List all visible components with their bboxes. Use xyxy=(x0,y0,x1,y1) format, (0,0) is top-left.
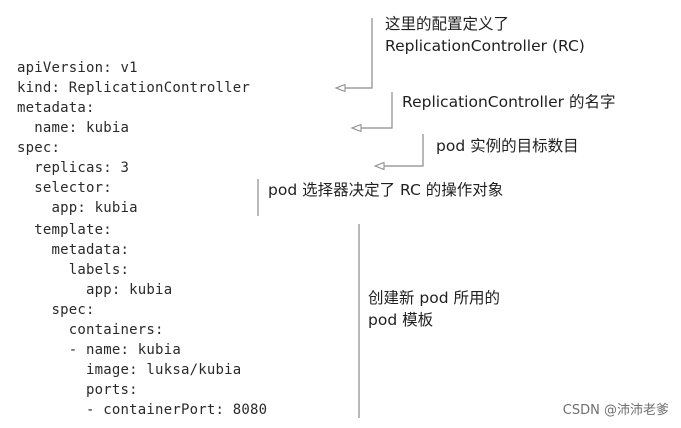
annotation-kind-line2: ReplicationController (RC) xyxy=(385,37,585,55)
kind-arrowhead xyxy=(334,83,346,93)
code-line-labels-app: app: kubia xyxy=(17,282,173,298)
replicas-connector xyxy=(382,134,424,167)
code-line-container-name: - name: kubia xyxy=(17,342,181,358)
code-line-template-metadata: metadata: xyxy=(17,242,130,258)
code-line-selector-app: app: kubia xyxy=(17,200,138,216)
code-line-replicas: replicas: 3 xyxy=(17,160,130,176)
code-line-template-spec: spec: xyxy=(17,302,95,318)
code-line-name: name: kubia xyxy=(17,120,130,136)
annotation-replicas: pod 实例的目标数目 xyxy=(436,137,579,155)
code-line-selector: selector: xyxy=(17,180,112,196)
csdn-watermark: CSDN @沛沛老爹 xyxy=(562,403,669,418)
code-line-image: image: luksa/kubia xyxy=(17,362,242,378)
annotation-selector: pod 选择器决定了 RC 的操作对象 xyxy=(268,181,504,199)
code-line-kind: kind: ReplicationController xyxy=(17,80,250,96)
code-line-spec: spec: xyxy=(17,140,61,156)
name-connector xyxy=(359,92,393,129)
code-line-containers: containers: xyxy=(17,322,164,338)
annotation-template-line2: pod 模板 xyxy=(368,311,434,329)
annotation-template-line1: 创建新 pod 所用的 xyxy=(368,289,501,307)
kind-connector xyxy=(343,18,373,89)
annotation-kind-line1: 这里的配置定义了 xyxy=(385,15,510,33)
code-line-apiversion: apiVersion: v1 xyxy=(17,60,138,76)
code-line-labels: labels: xyxy=(17,262,130,278)
code-line-container-port: - containerPort: 8080 xyxy=(17,402,268,418)
annotation-name: ReplicationController 的名字 xyxy=(402,93,616,111)
code-line-metadata: metadata: xyxy=(17,100,95,116)
name-arrowhead xyxy=(350,123,362,133)
replicas-arrowhead xyxy=(373,161,385,171)
code-line-ports: ports: xyxy=(17,382,138,398)
code-line-template: template: xyxy=(17,222,112,238)
